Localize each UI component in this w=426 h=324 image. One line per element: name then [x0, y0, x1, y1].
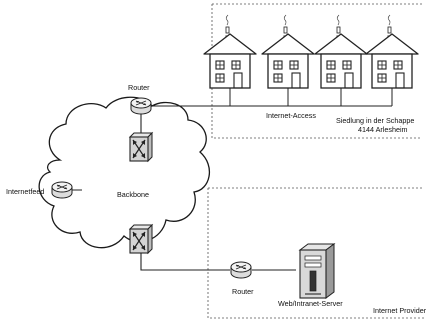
backbone-label: Backbone [117, 190, 149, 199]
server-label: Web/Intranet-Server [278, 299, 343, 308]
backbone-cloud [38, 96, 211, 249]
provider-label: Internet Provider [373, 306, 426, 315]
provider-boundary [207, 187, 424, 319]
server-icon [298, 243, 336, 299]
house-2-icon [261, 14, 315, 89]
settlement-label-line2: 4144 Arlesheim [358, 125, 408, 134]
router-bottom-icon [230, 261, 252, 279]
router-top-label: Router [128, 83, 150, 92]
switch-top-icon [129, 132, 153, 162]
internetfeed-label: Internetfeed [6, 187, 44, 196]
switch-bottom-icon [129, 224, 153, 254]
router-top-icon [130, 97, 152, 115]
switch-to-router-link [140, 252, 230, 271]
house-4-icon [365, 14, 419, 89]
internetfeed-router-icon [51, 181, 73, 199]
internet-access-label: Internet-Access [266, 111, 316, 120]
settlement-label-line1: Siedlung in der Schappe [336, 116, 414, 125]
house-3-icon [314, 14, 368, 89]
router-bottom-label: Router [232, 287, 254, 296]
